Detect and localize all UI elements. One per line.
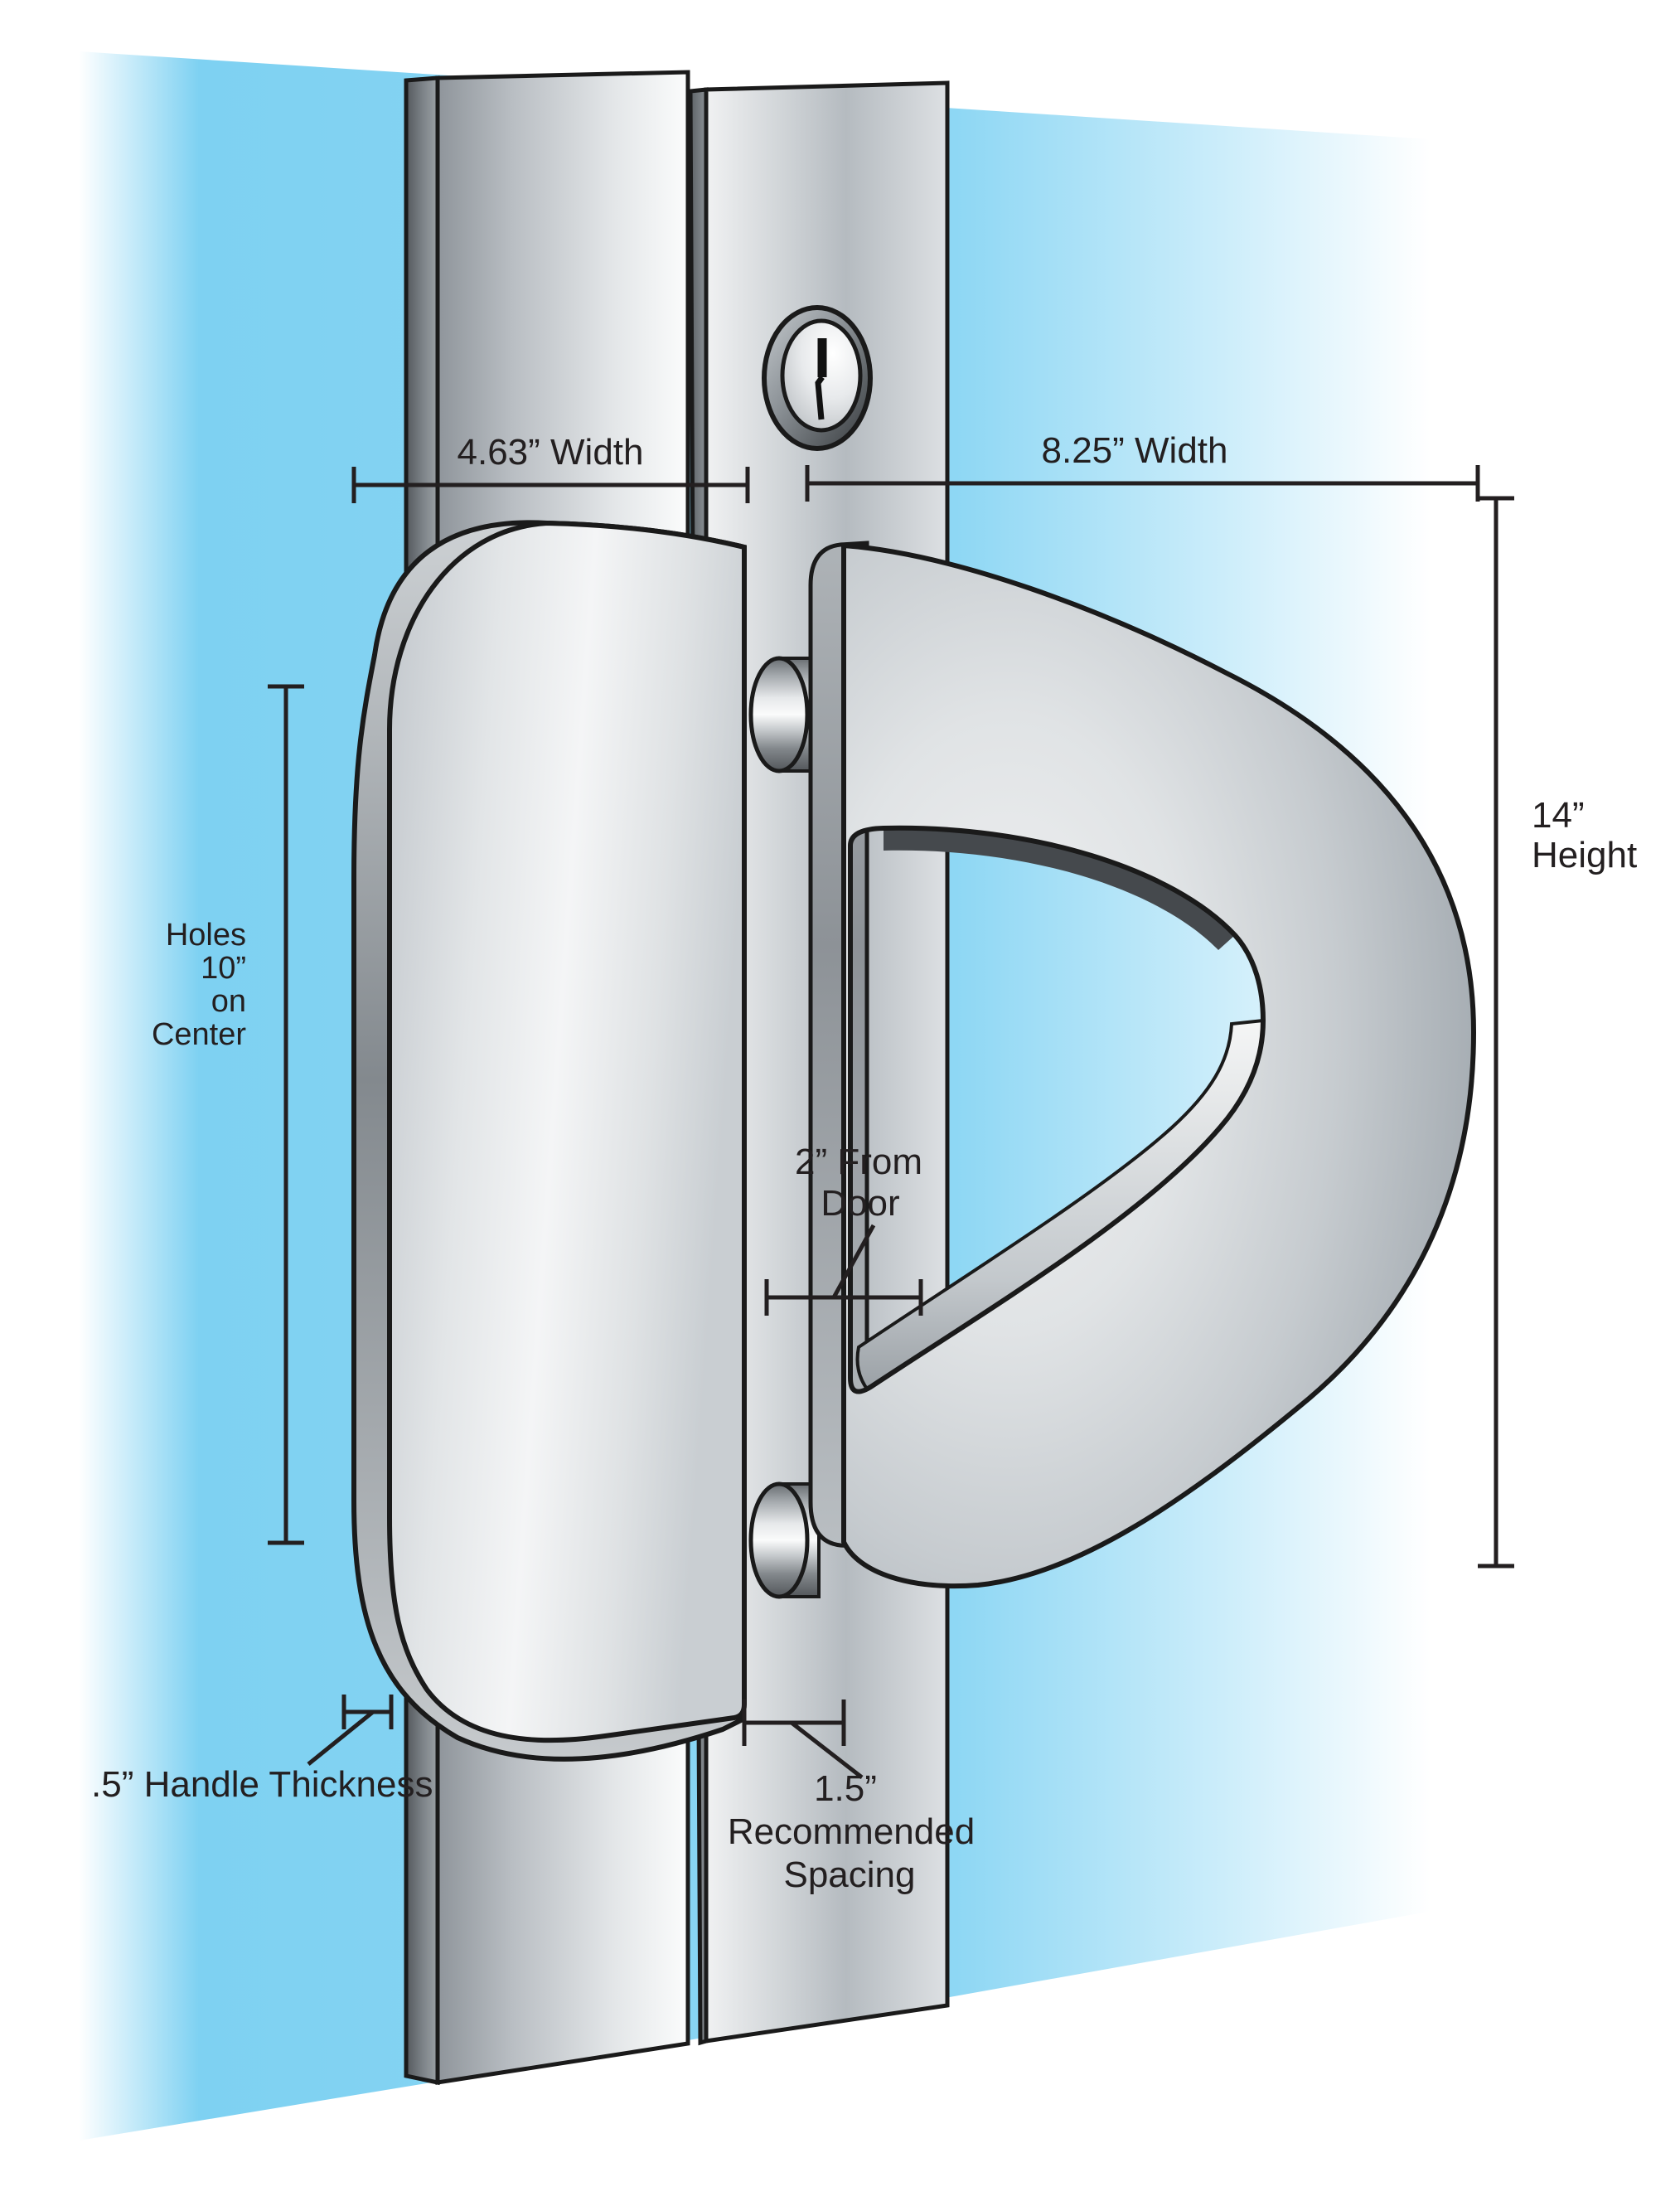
interior-pull-handle: [351, 520, 748, 1762]
label-holes-line2: 10”: [201, 951, 246, 986]
label-from-door-line1: 2” From: [795, 1142, 922, 1182]
label-spacing-line3: Spacing: [783, 1855, 915, 1895]
dimension-from-door: [764, 1224, 923, 1316]
interior-handle-face: [387, 520, 747, 1743]
leader-spacing: [790, 1721, 864, 1779]
leader-from-door: [831, 1224, 876, 1299]
d-handle-face: [841, 542, 1477, 1589]
dimension-width-left: [351, 467, 750, 503]
leader-handle-thickness: [307, 1710, 375, 1766]
label-height-value: 14”: [1532, 795, 1585, 836]
label-spacing: 1.5” Recommended Spacing: [728, 1768, 975, 1895]
label-handle-thickness: .5” Handle Thickness: [91, 1764, 433, 1805]
label-holes-line3: on: [211, 984, 246, 1019]
label-height-caption: Height: [1532, 835, 1637, 875]
dimension-spacing: [742, 1699, 864, 1779]
label-holes-on-center: Holes 10” on Center: [152, 918, 246, 1052]
d-handle-grip-top-shadow: [884, 827, 1235, 950]
dimension-handle-thickness: [307, 1695, 394, 1766]
annotations: [268, 465, 1514, 1779]
label-width-left: 4.63” Width: [458, 432, 644, 473]
label-from-door: 2” From Door: [795, 1142, 922, 1224]
label-spacing-line1: 1.5”: [814, 1768, 877, 1809]
keyhole-icon: [762, 305, 873, 451]
label-width-right: 8.25” Width: [1042, 430, 1228, 471]
mounting-post-top: [748, 656, 821, 773]
label-from-door-line2: Door: [821, 1183, 899, 1224]
dimension-height: [1478, 496, 1514, 1569]
label-holes-line4: Center: [152, 1017, 246, 1052]
dimension-width-right: [805, 465, 1480, 502]
dimension-holes-on-center: [268, 684, 304, 1545]
label-spacing-line2: Recommended: [728, 1811, 975, 1852]
label-holes-line1: Holes: [166, 918, 246, 953]
keyhole-slot-lower: [815, 375, 825, 420]
